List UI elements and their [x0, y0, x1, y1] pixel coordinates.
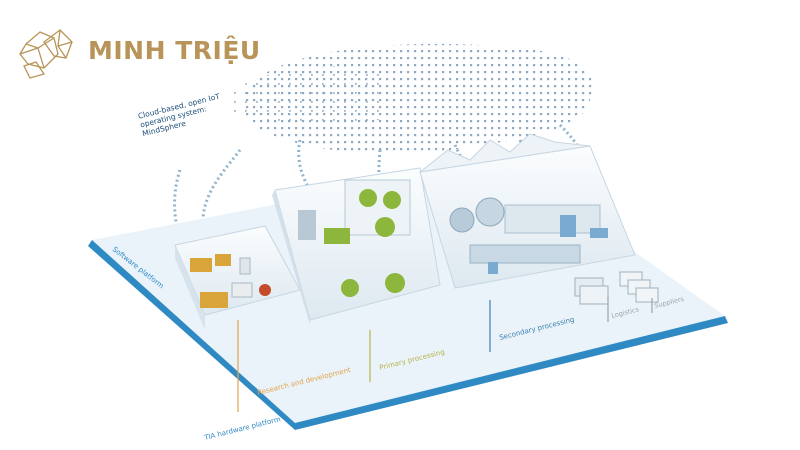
room-logistics	[574, 277, 609, 305]
room-primary	[272, 167, 441, 325]
room-secondary	[418, 133, 636, 289]
crystal-diamond-logo	[19, 29, 73, 79]
stage-dividers	[237, 295, 653, 412]
hardware-platform-label: TIA hardware platform	[203, 415, 282, 442]
brand-name: MINH TRIỆU	[88, 36, 261, 65]
data-cloud	[230, 43, 593, 154]
room-research	[174, 225, 301, 330]
room-suppliers	[619, 271, 659, 303]
